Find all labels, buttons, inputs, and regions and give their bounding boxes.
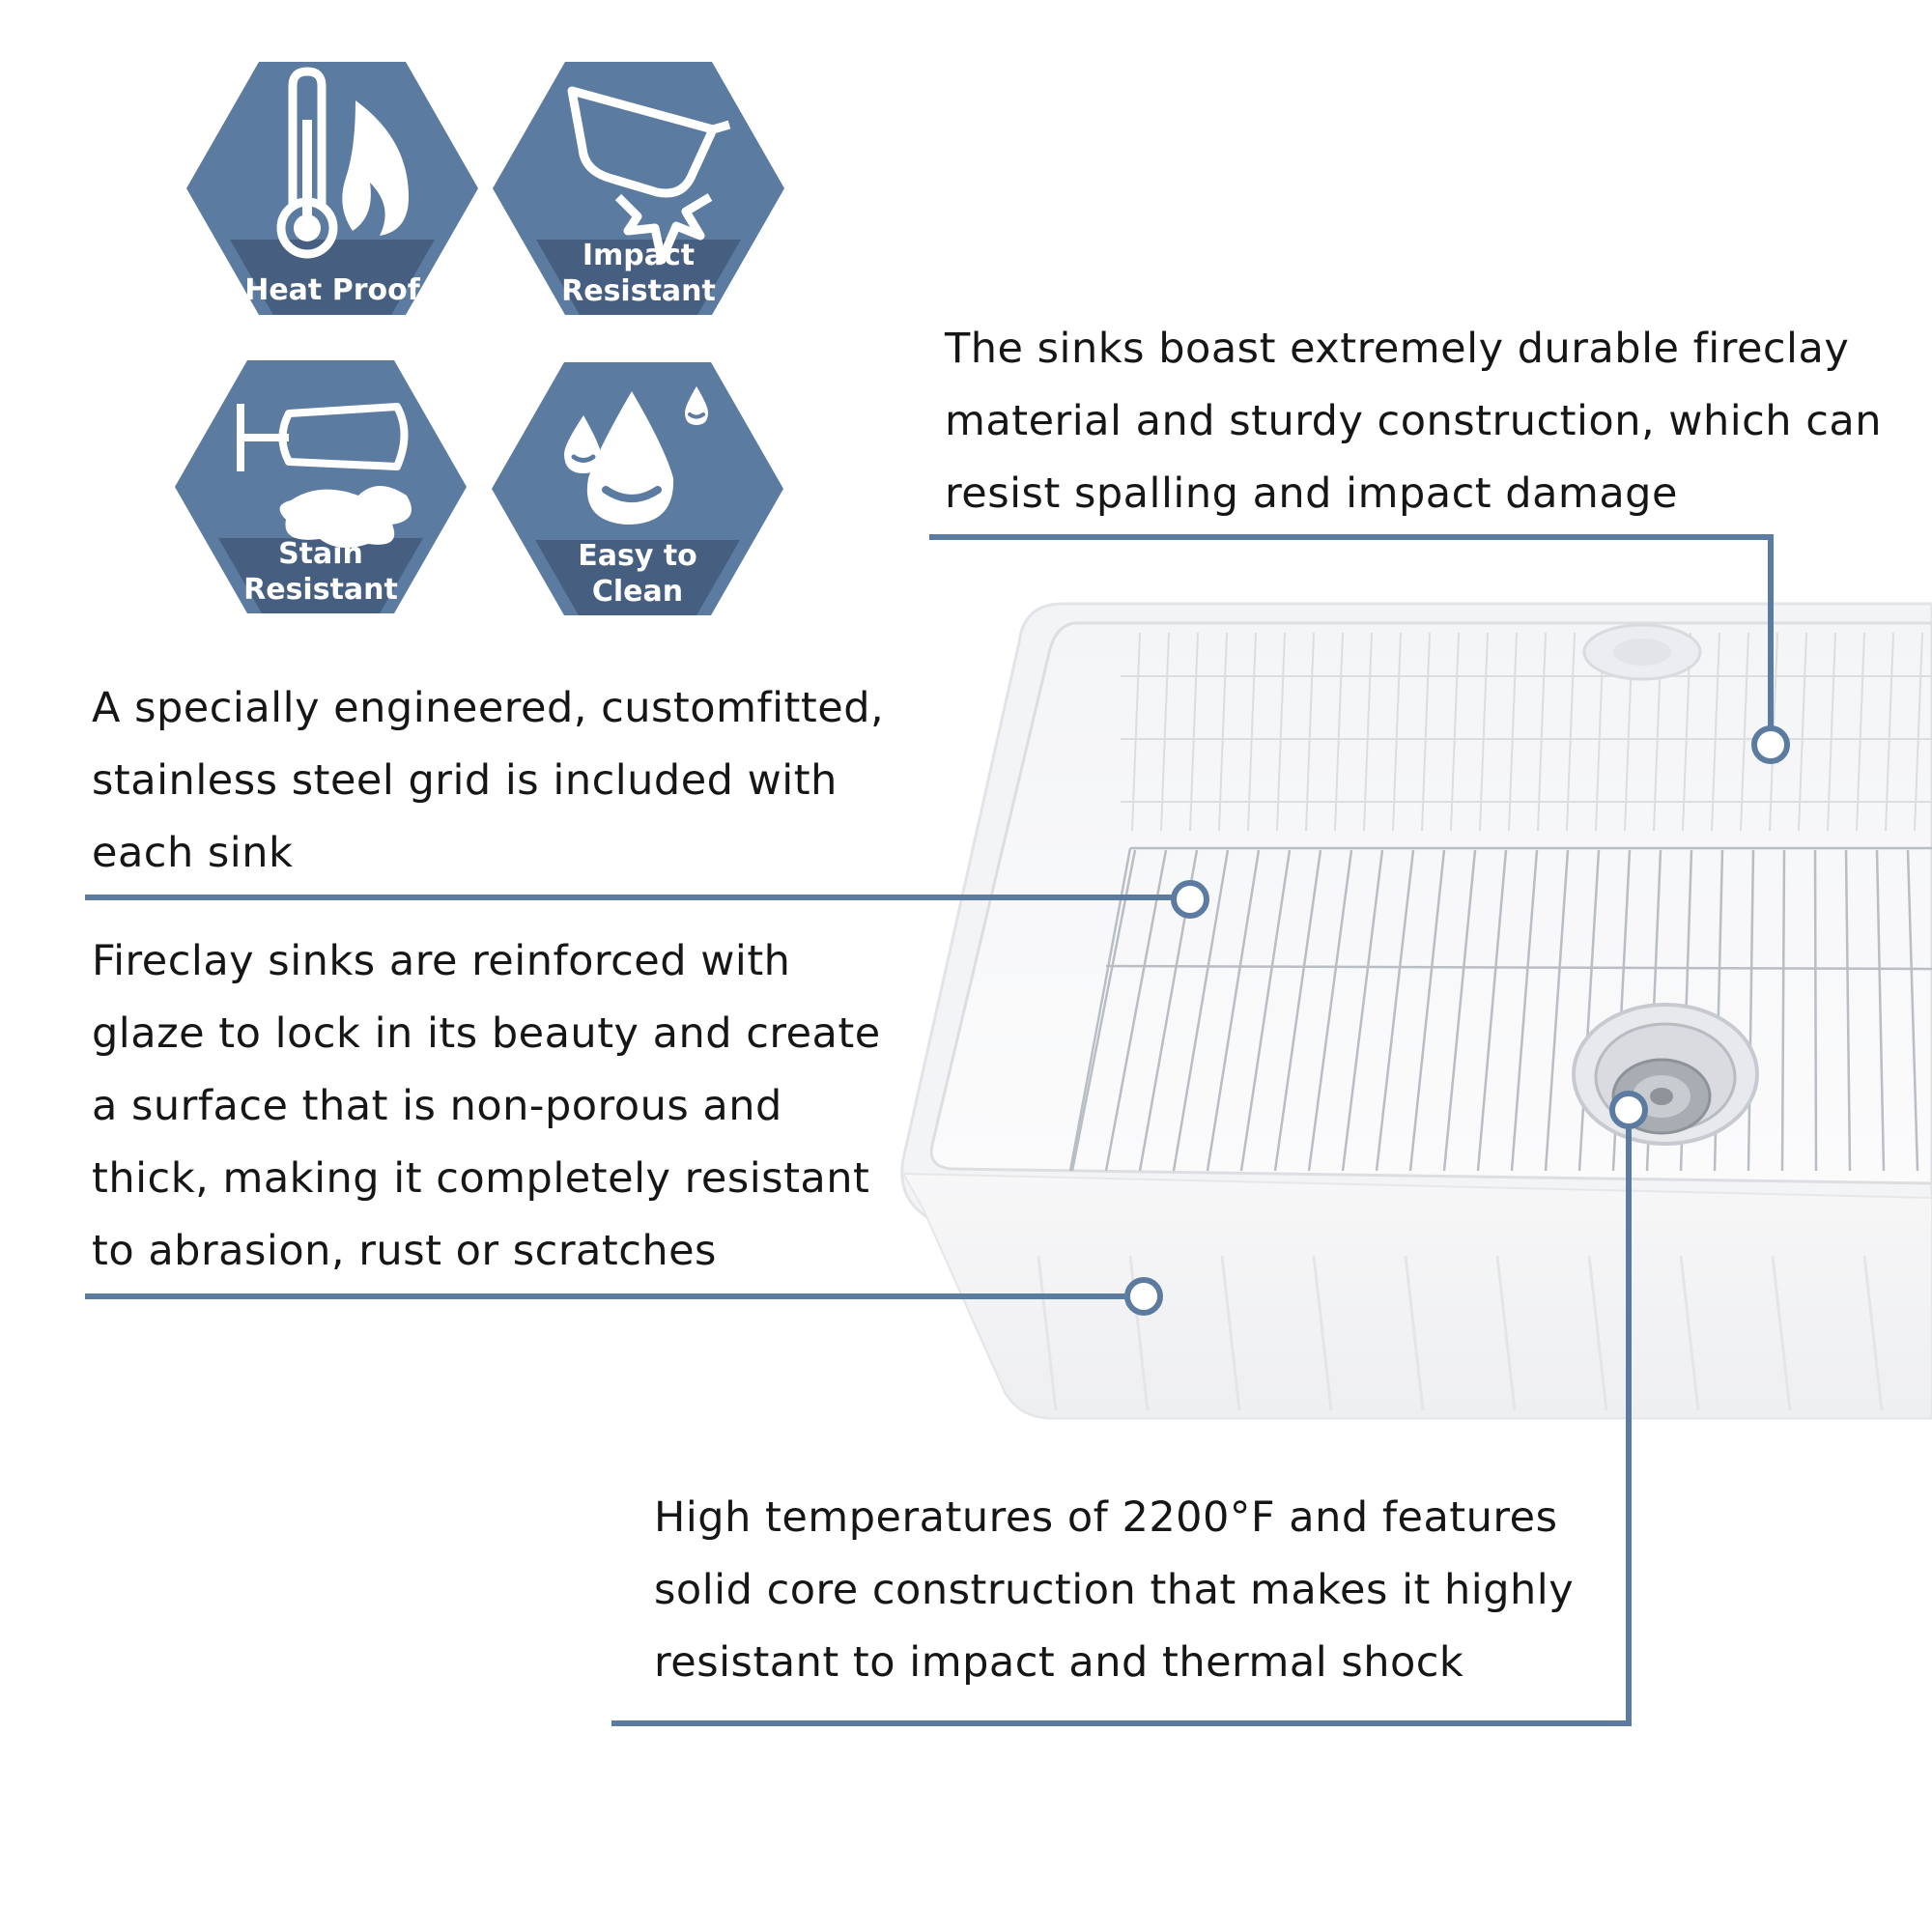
callout-line: High temperatures of 2200°F and features xyxy=(654,1493,1558,1542)
front-grid-wire xyxy=(1747,849,1755,1172)
callout-line: glaze to lock in its beauty and create xyxy=(92,1009,881,1058)
callout-fireclay-material: The sinks boast extremely durable firecl… xyxy=(945,313,1882,530)
front-grid-wire xyxy=(1070,849,1137,1172)
callout-line: solid core construction that makes it hi… xyxy=(654,1566,1575,1614)
callout-line: The sinks boast extremely durable firecl… xyxy=(945,325,1850,373)
front-grid-wire xyxy=(1510,849,1539,1172)
front-grid-wire xyxy=(1375,849,1415,1172)
back-grid-wire xyxy=(1798,632,1807,832)
callout-line: to abrasion, rust or scratches xyxy=(92,1227,717,1275)
feature-impact-resistant: Impact Resistant xyxy=(493,62,784,315)
front-grid-wire xyxy=(1172,849,1230,1172)
feature-stain-resistant: Stain Resistant xyxy=(175,360,467,613)
feature-label: Easy to Clean xyxy=(492,538,783,610)
front-grid-wire xyxy=(1104,849,1168,1172)
callout-steel-grid: A specially engineered, customfitted, st… xyxy=(92,672,884,890)
feature-label: Stain Resistant xyxy=(175,536,467,608)
front-grid-wire xyxy=(1875,849,1886,1172)
back-grid-wire xyxy=(1885,632,1894,832)
callout-temperature: High temperatures of 2200°F and features… xyxy=(654,1482,1574,1699)
front-grid-frame xyxy=(1105,964,1932,971)
feature-label: Heat Proof xyxy=(186,272,478,308)
apron-groove xyxy=(1771,1255,1792,1411)
callout-line: each sink xyxy=(92,829,294,877)
callout-line: a surface that is non-porous and xyxy=(92,1082,782,1130)
feature-label-line: Resistant xyxy=(243,573,398,607)
front-grid-wire xyxy=(1577,849,1601,1172)
water-drops-icon xyxy=(492,362,783,615)
front-grid-wire xyxy=(1273,849,1322,1172)
callout-line: Fireclay sinks are reinforced with xyxy=(92,937,791,985)
feature-label-line: Heat Proof xyxy=(244,273,420,307)
callout-line: material and sturdy construction, which … xyxy=(945,397,1882,445)
callout-line: stainless steel grid is included with xyxy=(92,756,838,805)
thermometer-flame-icon xyxy=(186,62,478,315)
impact-pan-icon xyxy=(493,62,784,315)
feature-label-line: Impact xyxy=(582,239,696,272)
back-grid-wire xyxy=(1827,632,1836,832)
back-grid-wire xyxy=(1914,632,1923,832)
callout-line: resist spalling and impact damage xyxy=(945,469,1678,518)
feature-label-line: Clean xyxy=(591,575,684,609)
front-grid-wire xyxy=(1442,849,1477,1172)
back-grid-wire xyxy=(1856,632,1865,832)
front-grid-wire xyxy=(1341,849,1384,1172)
front-grid-wire xyxy=(1206,849,1261,1172)
apron-groove xyxy=(1862,1255,1884,1411)
front-grid-wire xyxy=(1408,849,1446,1172)
callout-line: resistant to impact and thermal shock xyxy=(654,1638,1464,1687)
feature-heat-proof: Heat Proof xyxy=(186,62,478,315)
front-grid-wire xyxy=(1780,849,1786,1172)
front-grid-wire xyxy=(1239,849,1292,1172)
spilled-wine-glass-icon xyxy=(175,360,467,613)
callout-line: A specially engineered, customfitted, xyxy=(92,684,885,732)
front-grid-frame xyxy=(1068,847,1132,1172)
feature-label: Impact Resistant xyxy=(493,238,784,309)
front-grid-wire xyxy=(1906,849,1919,1172)
apron-groove xyxy=(1679,1255,1700,1411)
front-grid-wire xyxy=(1844,849,1852,1172)
feature-label-line: Stain xyxy=(278,537,363,571)
front-grid-wire xyxy=(1307,849,1353,1172)
callout-glaze: Fireclay sinks are reinforced with glaze… xyxy=(92,925,881,1288)
front-grid-wire xyxy=(1544,849,1570,1172)
feature-easy-to-clean: Easy to Clean xyxy=(492,362,783,615)
feature-label-line: Easy to xyxy=(578,539,697,573)
feature-label-line: Resistant xyxy=(561,274,716,308)
back-drain xyxy=(1582,623,1702,681)
callout-line: thick, making it completely resistant xyxy=(92,1154,870,1203)
front-drain xyxy=(1572,1003,1759,1146)
front-grid-wire xyxy=(1476,849,1508,1172)
front-grid-wire xyxy=(1813,849,1818,1172)
